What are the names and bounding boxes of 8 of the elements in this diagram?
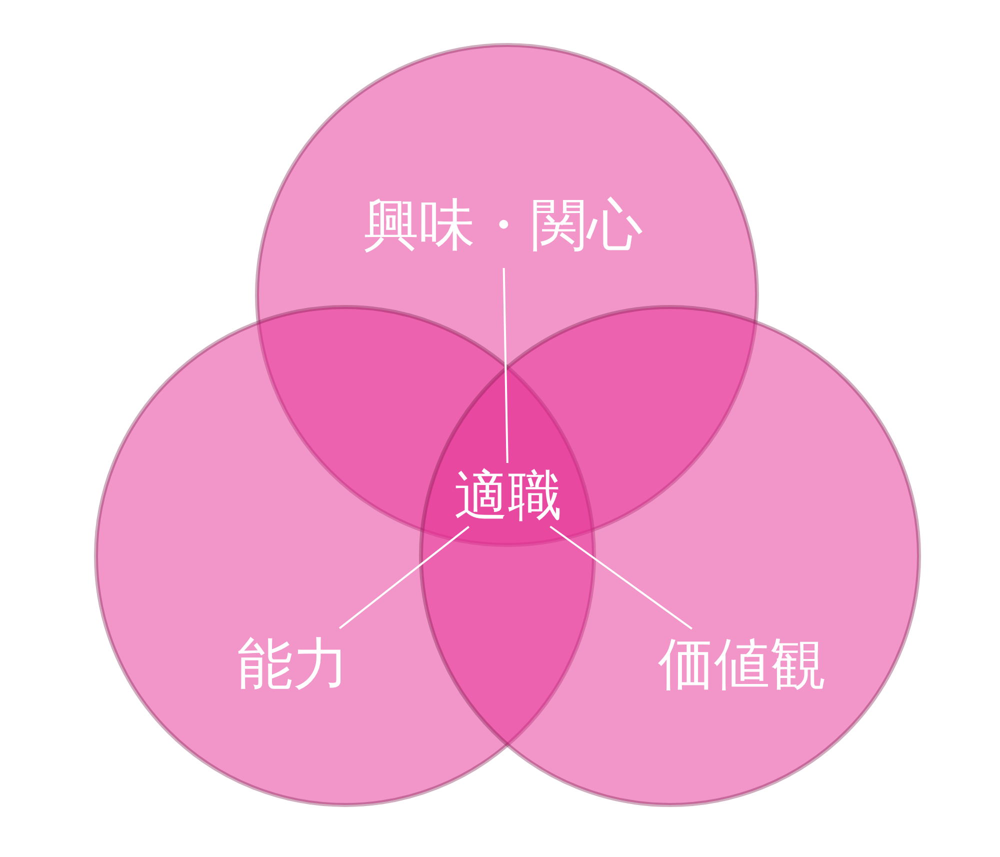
venn-circle [419, 305, 921, 807]
circle-label: 価値観 [658, 637, 826, 693]
overlap-label: 適職 [454, 469, 562, 523]
leader-line [502, 268, 508, 464]
leader-line [550, 526, 692, 630]
leader-line [338, 526, 470, 630]
circle-label: 興味・関心 [363, 198, 643, 254]
circle-label: 能力 [237, 637, 349, 693]
